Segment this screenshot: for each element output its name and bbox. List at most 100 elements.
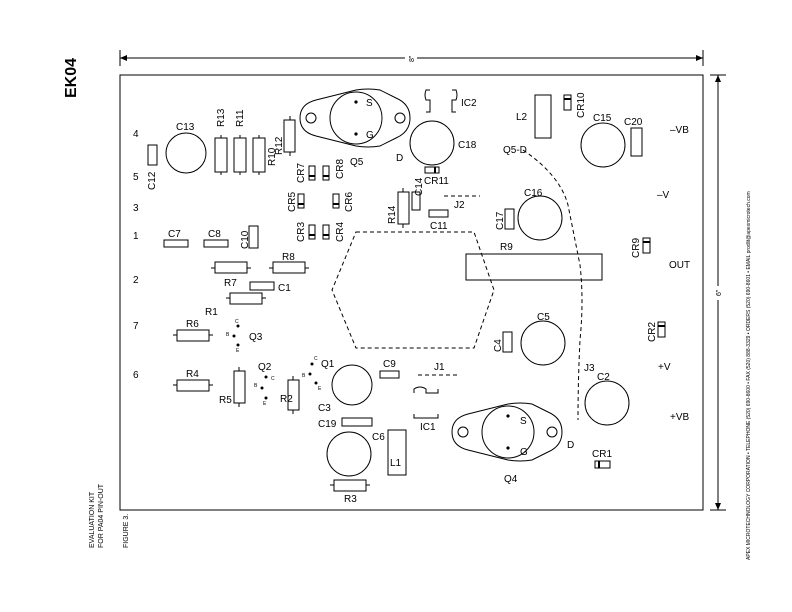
label-cr11: CR11 bbox=[424, 176, 449, 187]
label-c19: C19 bbox=[318, 419, 337, 430]
label-cr5: CR5 bbox=[287, 192, 298, 212]
board-outline bbox=[119, 74, 704, 511]
resistor-r8 bbox=[272, 261, 306, 274]
capacitor-c4 bbox=[502, 331, 513, 353]
resistor-r12 bbox=[283, 119, 296, 153]
transistor-q5 bbox=[299, 88, 411, 148]
label-cr2: CR2 bbox=[647, 322, 658, 342]
resistor-r7 bbox=[214, 261, 248, 274]
pin-4: 4 bbox=[133, 129, 139, 140]
resistor-r4 bbox=[176, 379, 210, 392]
label-r5: R5 bbox=[219, 395, 232, 406]
part-code: EK04 bbox=[63, 58, 80, 98]
label-q1: Q1 bbox=[321, 359, 335, 370]
capacitor-c3 bbox=[331, 364, 373, 406]
resistor-r3 bbox=[333, 479, 367, 492]
transistor-q4 bbox=[451, 402, 563, 462]
label-cr1: CR1 bbox=[592, 449, 612, 460]
inductor-l1 bbox=[387, 429, 407, 476]
diode-cr7 bbox=[308, 165, 316, 181]
capacitor-c10 bbox=[248, 225, 259, 249]
terminal-pos-v: +V bbox=[658, 362, 671, 373]
diode-cr6 bbox=[332, 193, 340, 209]
label-q1-e: E bbox=[318, 386, 322, 392]
resistor-r10 bbox=[252, 137, 266, 173]
ic1-footprint bbox=[413, 386, 439, 394]
label-r1: R1 bbox=[205, 307, 218, 318]
label-q2: Q2 bbox=[258, 362, 272, 373]
label-q2-e: E bbox=[263, 401, 267, 407]
label-j1: J1 bbox=[434, 362, 445, 373]
label-r9: R9 bbox=[500, 242, 513, 253]
diode-cr8 bbox=[322, 165, 330, 181]
label-r11: R11 bbox=[235, 109, 246, 127]
resistor-r14 bbox=[397, 191, 410, 225]
label-c10: C10 bbox=[240, 230, 251, 249]
subtitle-line1: EVALUATION KIT bbox=[89, 491, 96, 548]
label-c13: C13 bbox=[176, 122, 195, 133]
resistor-r13 bbox=[214, 137, 228, 173]
label-q4-d: D bbox=[567, 440, 574, 451]
label-c5: C5 bbox=[537, 312, 550, 323]
label-ic1: IC1 bbox=[420, 422, 436, 433]
resistor-r9 bbox=[465, 253, 603, 281]
diode-cr4 bbox=[322, 224, 330, 240]
terminal-neg-v: –V bbox=[657, 190, 670, 201]
subtitle-line2: FOR PA04 PIN-OUT bbox=[98, 483, 105, 548]
label-c2: C2 bbox=[597, 372, 610, 383]
capacitor-c5 bbox=[520, 320, 566, 366]
label-c15: C15 bbox=[593, 113, 612, 124]
label-c7: C7 bbox=[168, 229, 181, 240]
capacitor-c2 bbox=[584, 380, 630, 426]
label-r13: R13 bbox=[216, 108, 227, 127]
pin-6: 6 bbox=[133, 370, 139, 381]
diode-cr3 bbox=[308, 224, 316, 240]
diode-cr9 bbox=[642, 237, 651, 254]
label-c12: C12 bbox=[147, 171, 158, 190]
label-q3-c: C bbox=[235, 319, 239, 325]
label-l2: L2 bbox=[516, 112, 528, 123]
label-c16: C16 bbox=[524, 188, 543, 199]
terminal-pos-vb: +VB bbox=[670, 412, 690, 423]
pin-2: 2 bbox=[133, 275, 139, 286]
capacitor-c9 bbox=[379, 370, 400, 379]
label-ic2: IC2 bbox=[461, 98, 477, 109]
capacitor-c8 bbox=[203, 239, 229, 248]
capacitor-c18 bbox=[409, 120, 455, 166]
terminal-out: OUT bbox=[669, 260, 690, 271]
label-r10: R10 bbox=[267, 147, 278, 166]
label-cr6: CR6 bbox=[344, 192, 355, 212]
label-q4-s: S bbox=[520, 416, 527, 427]
label-c1: C1 bbox=[278, 283, 291, 294]
capacitor-c19 bbox=[341, 417, 373, 427]
label-r3: R3 bbox=[344, 494, 357, 505]
label-cr3: CR3 bbox=[296, 222, 307, 242]
label-r6: R6 bbox=[186, 319, 199, 330]
capacitor-c11 bbox=[428, 209, 449, 218]
capacitor-c6 bbox=[326, 431, 372, 477]
label-c3: C3 bbox=[318, 403, 331, 414]
label-q2-b: B bbox=[254, 383, 258, 389]
label-l1: L1 bbox=[390, 458, 402, 469]
label-j2: J2 bbox=[454, 200, 465, 211]
label-c18: C18 bbox=[458, 140, 477, 151]
diode-cr2 bbox=[657, 321, 666, 338]
height-value: 6" bbox=[716, 289, 723, 296]
pin-3: 3 bbox=[133, 203, 139, 214]
label-j3: J3 bbox=[584, 363, 595, 374]
figure-label: FIGURE 3. bbox=[123, 514, 130, 548]
capacitor-c20 bbox=[630, 127, 643, 157]
resistor-r1 bbox=[229, 292, 263, 305]
label-r8: R8 bbox=[282, 252, 295, 263]
capacitor-c1 bbox=[249, 281, 275, 291]
pin-7: 7 bbox=[133, 321, 139, 332]
label-q3: Q3 bbox=[249, 332, 263, 343]
pin-5: 5 bbox=[133, 172, 139, 183]
label-q5-s: S bbox=[366, 98, 373, 109]
resistor-r6 bbox=[176, 329, 210, 342]
label-q2-c: C bbox=[271, 376, 275, 382]
label-q1-b: B bbox=[302, 373, 306, 379]
ic2-footprint bbox=[424, 89, 431, 113]
label-r14: R14 bbox=[387, 205, 398, 224]
